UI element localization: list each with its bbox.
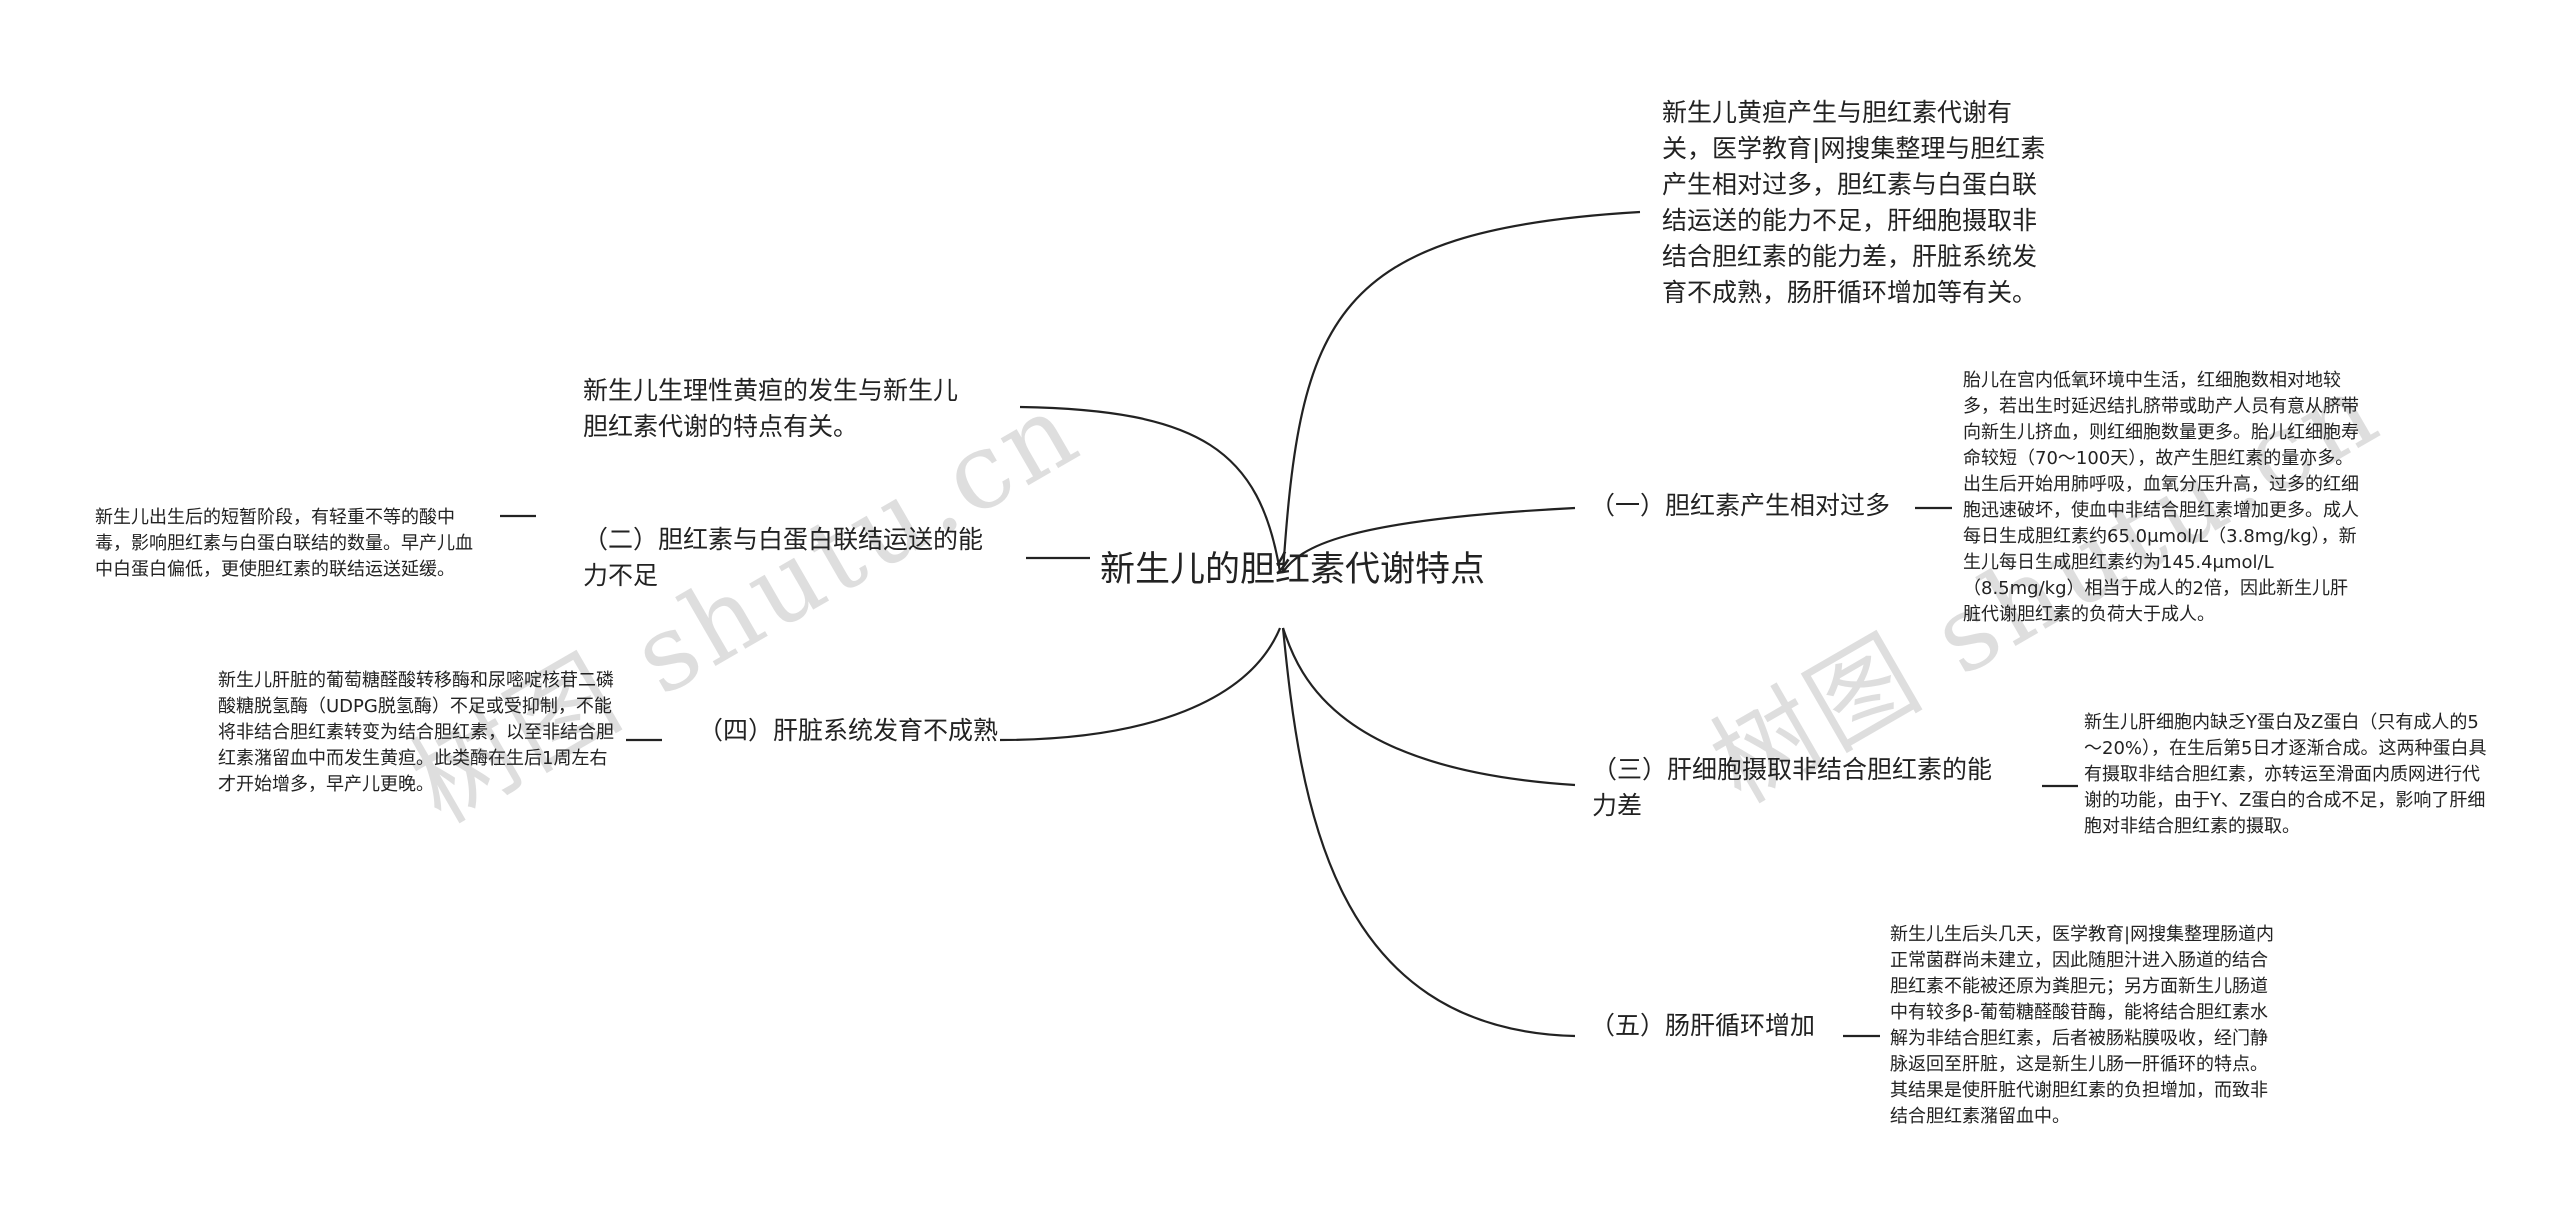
intro-right-text[interactable]: 新生儿黄疸产生与胆红素代谢有关，医学教育|网搜集整理与胆红素产生相对过多，胆红素… (1662, 98, 2046, 307)
edge-branch-1 (1282, 506, 1576, 573)
edge-branch-5 (1281, 627, 1576, 1038)
branch-4-detail[interactable]: 新生儿肝脏的葡萄糖醛酸转移酶和尿嘧啶核苷二磷酸糖脱氢酶（UDPG脱氢酶）不足或受… (218, 670, 614, 795)
intro-left-text[interactable]: 新生儿生理性黄疸的发生与新生儿胆红素代谢的特点有关。 (583, 376, 959, 441)
branch-2-label[interactable]: （二）胆红素与白蛋白联结运送的能力不足 (583, 525, 984, 590)
edge-branch-3 (1281, 627, 1576, 787)
edge-branch-4 (999, 627, 1282, 742)
branch-5-label[interactable]: （五）肠肝循环增加 (1590, 1011, 1816, 1040)
branch-5-detail[interactable]: 新生儿生后头几天，医学教育|网搜集整理肠道内正常菌群尚未建立，因此随胆汁进入肠道… (1890, 924, 2275, 1127)
branch-1-label[interactable]: （一）胆红素产生相对过多 (1590, 491, 1891, 520)
edge-intro-right (1281, 210, 1641, 573)
branch-3-detail[interactable]: 新生儿肝细胞内缺乏Y蛋白及Z蛋白（只有成人的5～20%），在生后第5日才逐渐合成… (2084, 712, 2487, 837)
edge-intro-left (1019, 405, 1282, 573)
branch-2-detail[interactable]: 新生儿出生后的短暂阶段，有轻重不等的酸中毒，影响胆红素与白蛋白联结的数量。早产儿… (95, 507, 473, 580)
root-topic[interactable]: 新生儿的胆红素代谢特点 (1100, 550, 1486, 590)
branch-4-label[interactable]: （四）肝脏系统发育不成熟 (698, 716, 999, 745)
branch-1-detail[interactable]: 胎儿在宫内低氧环境中生活，红细胞数相对地较多，若出生时延迟结扎脐带或助产人员有意… (1963, 370, 2359, 625)
branch-3-label[interactable]: （三）肝细胞摄取非结合胆红素的能力差 (1592, 755, 1993, 820)
